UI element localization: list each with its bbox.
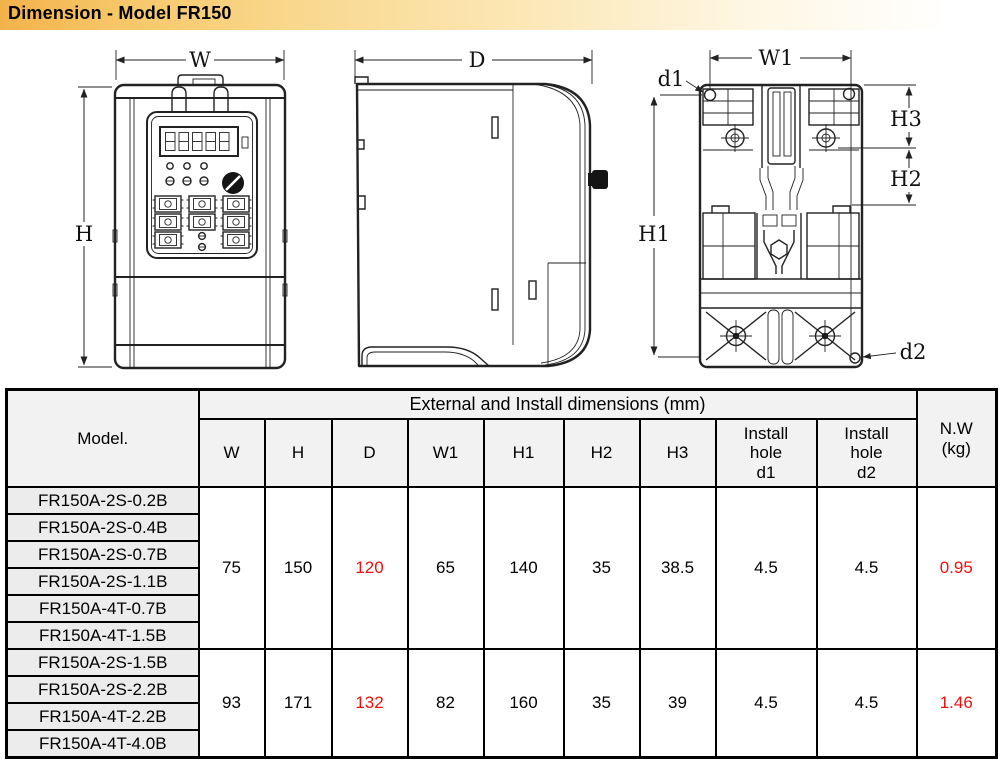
back-view-drawing: W1 d1 H1 H3 H2 d2 [638,46,927,369]
col-header-d: D [330,418,409,488]
front-view-drawing: W H [75,48,288,370]
side-knob [588,170,608,189]
side-view-drawing: D [354,48,608,368]
model-cell: FR150A-2S-0.2B [5,486,200,515]
col-header-h3: H3 [638,418,717,488]
col-header-h2: H2 [562,418,641,488]
back-body [698,83,864,369]
dim-label-h3: H3 [890,107,922,131]
side-body [355,82,592,368]
model-cell: FR150A-2S-0.7B [5,540,200,569]
value-h: 171 [263,648,333,759]
keypad-buttons [151,195,253,252]
dim-label-w: W [189,48,211,72]
col-header-w1: W1 [406,418,485,488]
model-cell: FR150A-2S-1.1B [5,567,200,596]
dim-label-h1: H1 [638,222,670,246]
col-header-h1: H1 [482,418,565,488]
bottom-braces [705,309,856,365]
seven-segment-display [159,126,249,157]
dimensions-table: Model. External and Install dimensions (… [5,388,998,759]
dim-label-d1: d1 [658,67,685,91]
value-h3: 38.5 [638,486,717,650]
value-w: 75 [197,486,266,650]
nw-column-header: N.W (kg) [915,388,998,488]
model-cell: FR150A-4T-0.7B [5,594,200,623]
col-header-w: W [197,418,266,488]
value-h2: 35 [562,486,641,650]
value-h2: 35 [562,648,641,759]
led-indicators [165,162,209,186]
upper-screws [721,124,840,152]
dim-label-d: D [469,48,486,72]
value-d1: 4.5 [714,486,818,650]
value-d2: 4.5 [815,648,918,759]
dimensions-group-header: External and Install dimensions (mm) [197,388,918,420]
value-nw: 1.46 [915,648,998,759]
value-d: 120 [330,486,409,650]
model-cell: FR150A-2S-1.5B [5,648,200,677]
value-w1: 65 [406,486,485,650]
din-clip [756,213,802,279]
value-w1: 82 [406,648,485,759]
page-title: Dimension - Model FR150 [8,3,232,23]
model-cell: FR150A-2S-2.2B [5,675,200,704]
din-rail-slot [759,85,804,210]
install-hole-d2 [849,352,861,364]
potentiometer-knob [222,172,244,194]
value-d2: 4.5 [815,486,918,650]
dimension-drawings: W H [75,46,927,370]
install-hole-d1 [703,88,717,102]
model-cell: FR150A-4T-4.0B [5,729,200,759]
dim-label-h2: H2 [890,167,922,191]
keypad-panel [146,111,258,259]
value-h3: 39 [638,648,717,759]
value-nw: 0.95 [915,486,998,650]
dim-label-h: H [75,222,93,246]
title-bar: Dimension - Model FR150 [0,0,1000,30]
model-cell: FR150A-2S-0.4B [5,513,200,542]
value-h1: 140 [482,486,565,650]
dim-label-d2: d2 [900,340,927,364]
model-cell: FR150A-4T-2.2B [5,702,200,731]
model-cell: FR150A-4T-1.5B [5,621,200,650]
value-d1: 4.5 [714,648,818,759]
value-d: 132 [330,648,409,759]
col-header-install-d1: Install hole d1 [714,418,818,488]
value-h: 150 [263,486,333,650]
col-header-h: H [263,418,333,488]
value-h1: 160 [482,648,565,759]
value-w: 93 [197,648,266,759]
col-header-install-d2: Install hole d2 [815,418,918,488]
dim-label-w1: W1 [759,46,794,70]
model-column-header: Model. [5,388,200,488]
